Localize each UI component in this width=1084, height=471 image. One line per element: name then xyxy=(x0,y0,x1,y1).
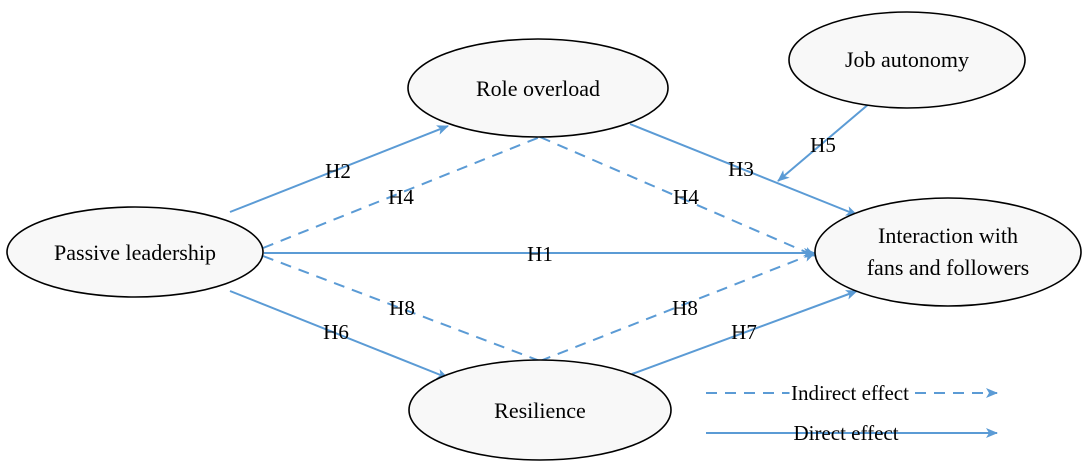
node-label-job-autonomy: Job autonomy xyxy=(845,47,969,72)
node-role-overload: Role overload xyxy=(407,38,669,138)
edge-h4-right xyxy=(539,136,816,257)
edge-h5 xyxy=(777,102,871,182)
node-label-interaction-line1: Interaction with xyxy=(878,223,1018,248)
edge-label-h6: H6 xyxy=(323,320,349,344)
edge-h2 xyxy=(229,125,449,213)
node-passive-leadership: Passive leadership xyxy=(6,206,264,298)
edge-h7 xyxy=(631,290,858,375)
edge-label-h8-right: H8 xyxy=(672,296,698,320)
legend: Indirect effect Direct effect xyxy=(706,377,998,445)
node-label-interaction-line2: fans and followers xyxy=(867,255,1030,280)
node-job-autonomy: Job autonomy xyxy=(788,11,1026,109)
edge-label-h7: H7 xyxy=(731,320,757,344)
legend-direct-label: Direct effect xyxy=(793,421,898,445)
node-label-role-overload: Role overload xyxy=(476,76,600,101)
edge-label-h4-left: H4 xyxy=(388,185,414,209)
edge-label-h4-right: H4 xyxy=(673,185,699,209)
node-label-passive-leadership: Passive leadership xyxy=(54,240,216,265)
edge-label-h5: H5 xyxy=(810,133,836,157)
node-label-resilience: Resilience xyxy=(494,398,586,423)
edge-h6 xyxy=(229,290,449,379)
node-resilience: Resilience xyxy=(408,359,672,461)
edge-h4-left xyxy=(262,136,541,249)
edge-label-h3: H3 xyxy=(728,157,754,181)
edge-label-h1: H1 xyxy=(527,242,553,266)
edge-h3 xyxy=(629,123,858,216)
edge-label-h2: H2 xyxy=(325,159,351,183)
legend-indirect-label: Indirect effect xyxy=(791,381,909,405)
edge-label-h8-left: H8 xyxy=(389,296,415,320)
node-interaction-with-fans: Interaction with fans and followers xyxy=(814,197,1082,307)
